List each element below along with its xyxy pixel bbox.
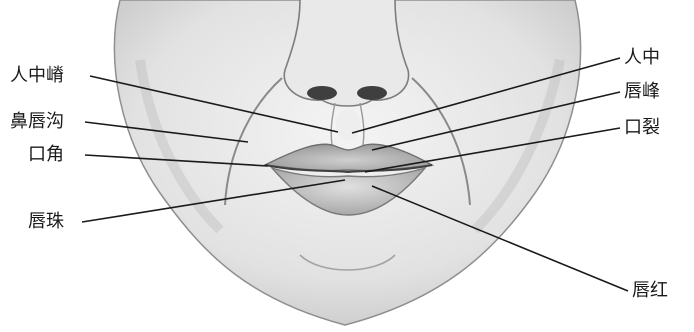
label-lip-peak: 唇峰 [624, 82, 660, 102]
label-nasolabial-groove: 鼻唇沟 [10, 112, 64, 132]
label-oral-fissure: 口裂 [624, 118, 660, 138]
label-mouth-corner: 口角 [28, 145, 64, 165]
label-philtrum: 人中 [624, 48, 660, 68]
left-nostril [307, 86, 337, 100]
label-philtral-ridge: 人中嵴 [10, 66, 64, 86]
label-vermilion: 唇红 [632, 281, 668, 301]
label-lip-bead: 唇珠 [28, 212, 64, 232]
right-nostril [357, 86, 387, 100]
nose [284, 0, 408, 106]
